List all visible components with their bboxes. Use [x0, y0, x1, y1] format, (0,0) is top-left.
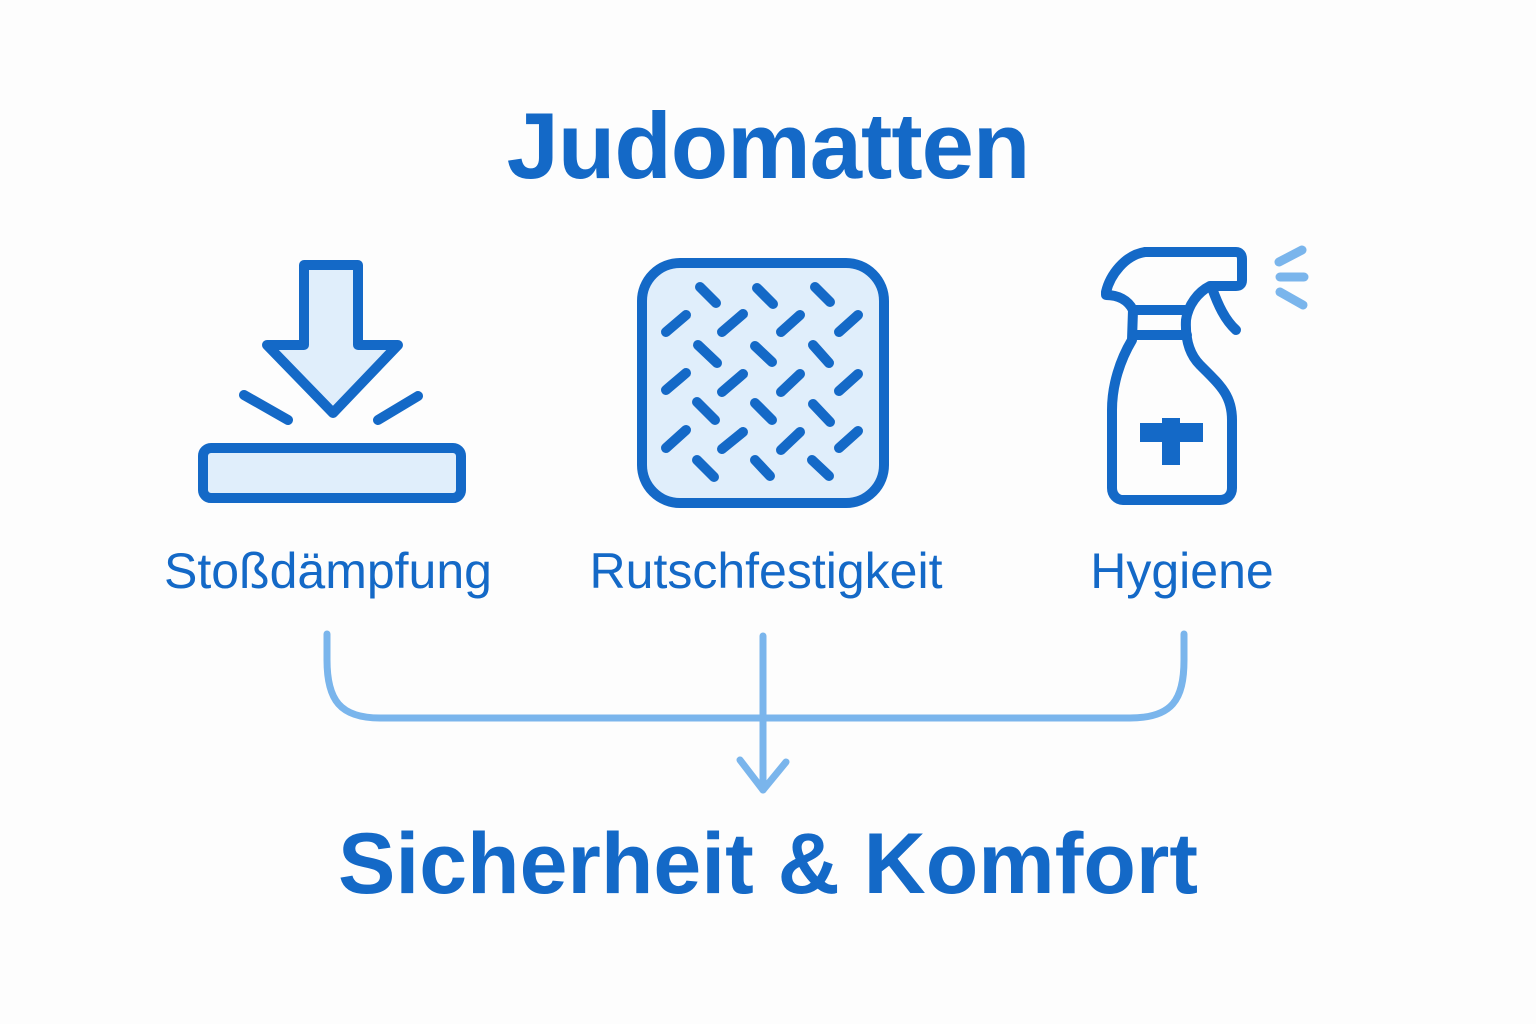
impact-arrow-icon	[198, 260, 466, 503]
result-label: Sicherheit & Komfort	[337, 816, 1199, 912]
feature-label-hygiene: Hygiene	[1090, 543, 1274, 599]
convergence-connector	[323, 630, 1188, 794]
non-slip-texture-icon	[637, 258, 889, 508]
medical-cross-icon	[1140, 418, 1203, 465]
disinfectant-spray-icon	[1101, 247, 1247, 505]
feature-label-rutschfestigkeit: Rutschfestigkeit	[589, 543, 943, 599]
diagram-title: Judomatten	[506, 93, 1031, 198]
spray-mist-icon	[1274, 245, 1309, 310]
feature-label-stossdaempfung: Stoßdämpfung	[164, 543, 492, 599]
